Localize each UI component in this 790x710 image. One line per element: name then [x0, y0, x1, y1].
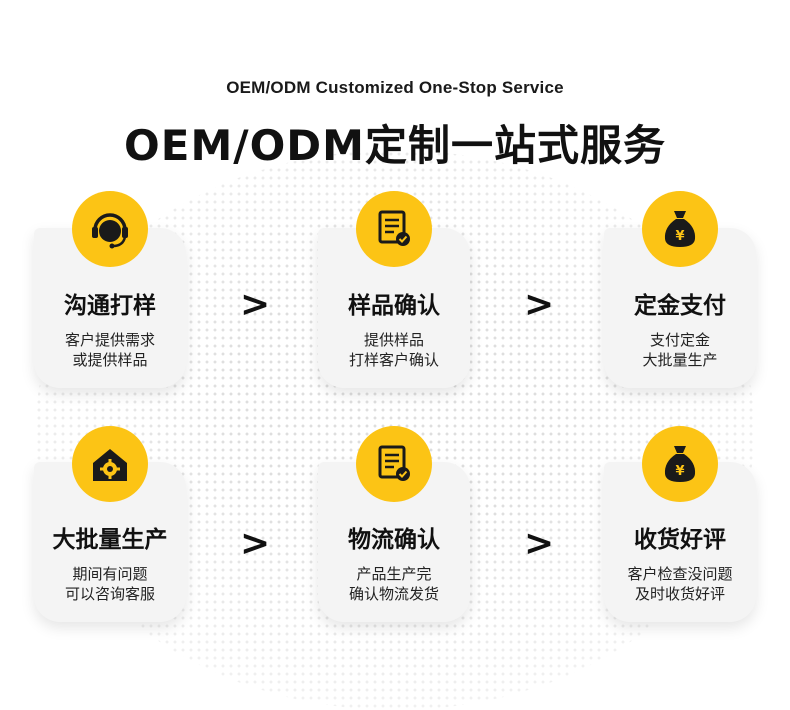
step-description: 产品生产完 确认物流发货 — [318, 564, 470, 604]
step-description: 客户提供需求 或提供样品 — [34, 330, 186, 370]
step-desc-line: 客户检查没问题 — [627, 565, 733, 583]
step-title: 收货好评 — [634, 527, 726, 553]
arrow-right: > — [240, 284, 271, 325]
step-desc-line: 产品生产完 — [356, 565, 432, 583]
step-desc-line: 支付定金 — [649, 331, 710, 349]
step-title: 沟通打样 — [64, 293, 156, 319]
money-bag-icon: ¥ — [642, 191, 718, 267]
arrow-right: > — [240, 523, 271, 564]
step-desc-line: 可以咨询客服 — [64, 585, 155, 603]
step-desc-line: 打样客户确认 — [348, 351, 439, 369]
headset-icon — [72, 191, 148, 267]
step-title: 物流确认 — [348, 527, 440, 553]
step-desc-line: 大批量生产 — [642, 351, 718, 369]
step-title: 定金支付 — [634, 293, 726, 319]
arrow-right: > — [524, 284, 555, 325]
step-desc-line: 确认物流发货 — [348, 585, 439, 603]
page-subtitle: OEM/ODM Customized One-Stop Service — [226, 78, 564, 97]
svg-text:¥: ¥ — [675, 464, 684, 479]
checklist-icon — [356, 191, 432, 267]
arrow-right: > — [524, 523, 555, 564]
money-bag-icon: ¥ — [642, 426, 718, 502]
step-title: 大批量生产 — [52, 527, 168, 553]
step-description: 期间有问题 可以咨询客服 — [34, 564, 186, 604]
step-desc-line: 期间有问题 — [72, 565, 148, 583]
step-card-communicate-sample: 沟通打样 客户提供需求 或提供样品 — [34, 228, 186, 388]
step-desc-line: 客户提供需求 — [64, 331, 155, 349]
step-description: 提供样品 打样客户确认 — [318, 330, 470, 370]
step-desc-line: 提供样品 — [363, 331, 424, 349]
step-desc-line: 及时收货好评 — [634, 585, 725, 603]
step-title: 样品确认 — [348, 293, 440, 319]
step-card-receive-review: 收货好评 客户检查没问题 及时收货好评 — [604, 462, 756, 622]
step-description: 客户检查没问题 及时收货好评 — [604, 564, 756, 604]
step-desc-line: 或提供样品 — [72, 351, 148, 369]
page-title: OEM/ODM定制一站式服务 — [124, 121, 666, 170]
step-description: 支付定金 大批量生产 — [604, 330, 756, 370]
svg-text:¥: ¥ — [675, 229, 684, 244]
checklist-icon — [356, 426, 432, 502]
step-card-deposit-payment: 定金支付 支付定金 大批量生产 — [604, 228, 756, 388]
factory-gear-icon — [72, 426, 148, 502]
